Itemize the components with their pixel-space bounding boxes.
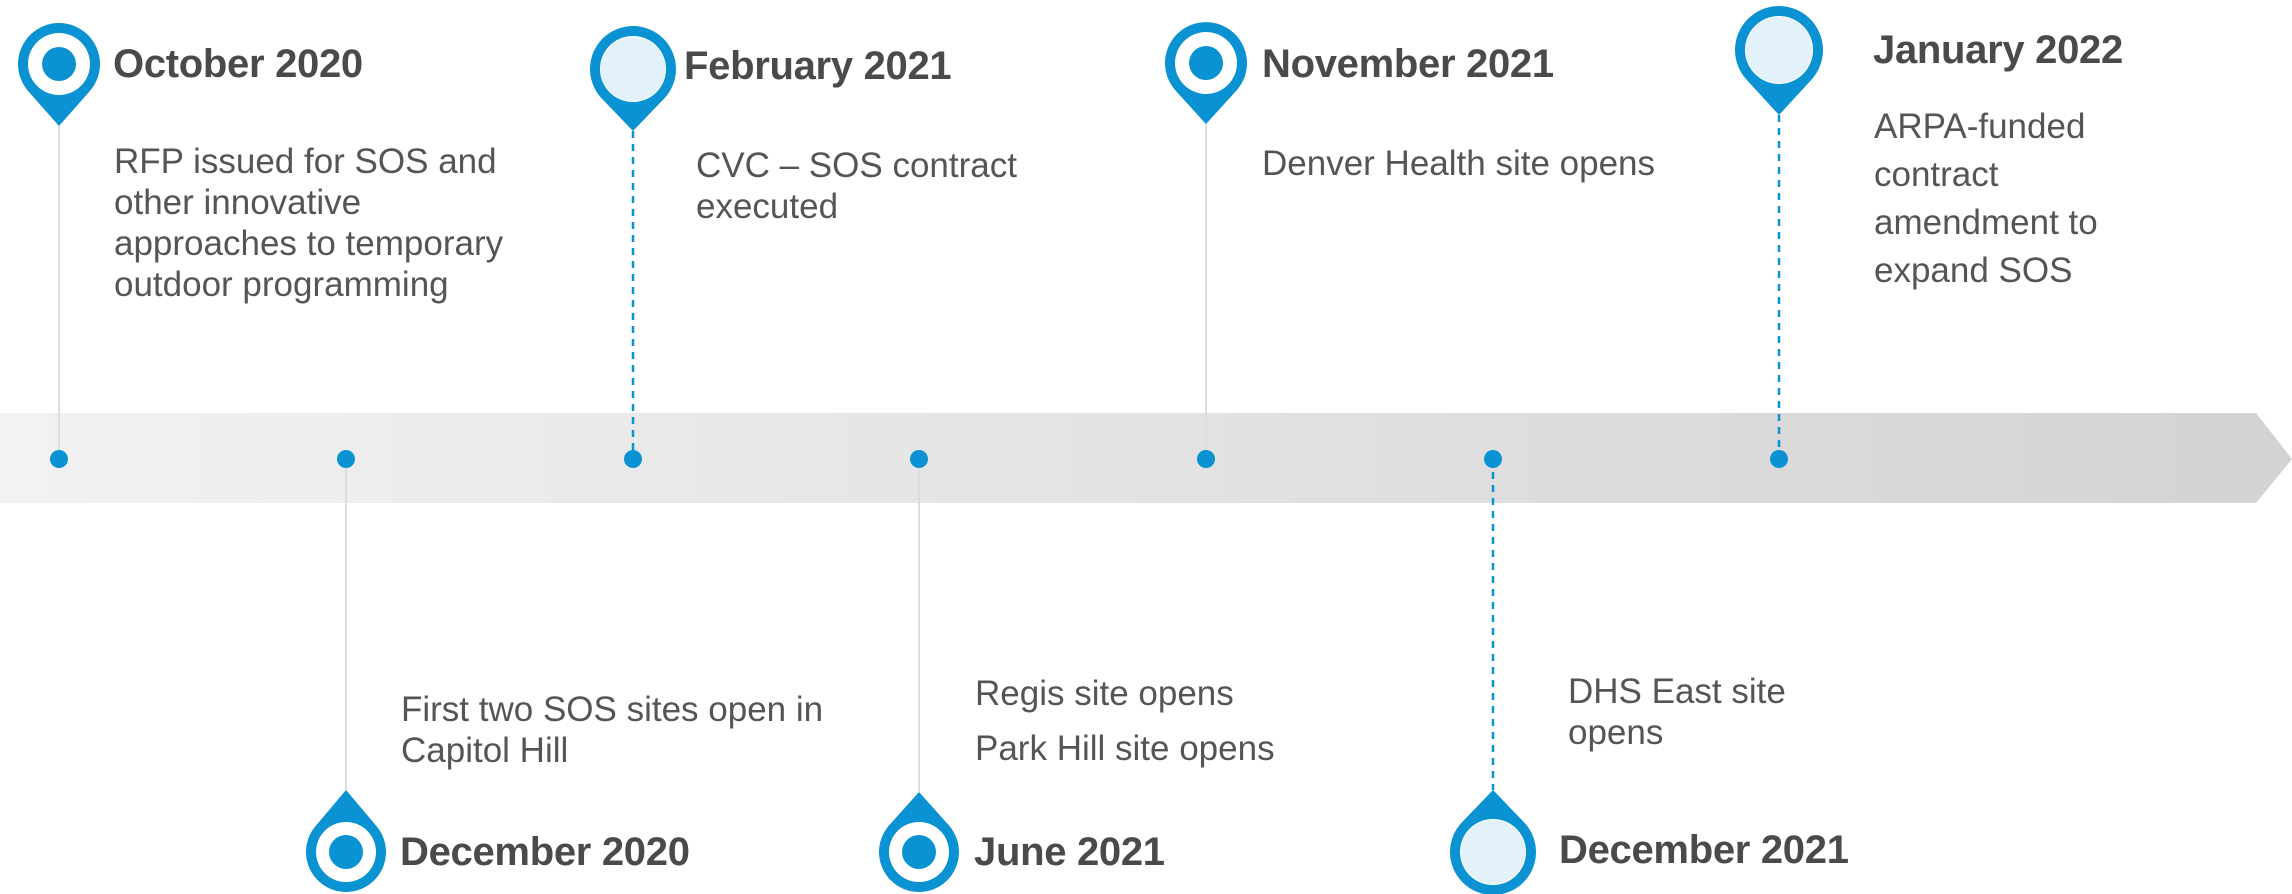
timeline-axis-dots [50, 450, 1788, 468]
event-date-december-2021: December 2021 [1559, 828, 1849, 872]
event-date-january-2022: January 2022 [1873, 28, 2123, 72]
event-description-january-2022: ARPA-funded contract amendment to expand… [1874, 107, 2098, 290]
event-date-february-2021: February 2021 [684, 44, 952, 88]
location-pin-icon [1165, 22, 1247, 124]
timeline-pins [18, 6, 1824, 894]
axis-dot-november-2021 [1197, 450, 1215, 468]
axis-dot-october-2020 [50, 450, 68, 468]
location-pin-icon [18, 23, 100, 126]
event-description-october-2020: RFP issued for SOS and other innovative … [114, 142, 504, 304]
location-pin-icon [1450, 790, 1536, 894]
event-date-october-2020: October 2020 [113, 42, 363, 86]
axis-dot-january-2022 [1770, 450, 1788, 468]
location-pin-icon [306, 790, 386, 892]
timeline-arrow-band [0, 413, 2292, 503]
location-pin-icon [1735, 6, 1824, 116]
timeline-connectors [58, 115, 1781, 792]
event-description-december-2021: DHS East site opens [1568, 672, 1786, 752]
event-description-december-2020: First two SOS sites open in Capitol Hill [401, 690, 824, 770]
event-description-june-2021: Regis site opens Park Hill site opens [975, 674, 1275, 768]
location-pin-icon [590, 26, 676, 131]
axis-dot-december-2020 [337, 450, 355, 468]
event-description-february-2021: CVC – SOS contract executed [696, 146, 1017, 226]
location-pin-icon [879, 792, 959, 892]
event-date-june-2021: June 2021 [974, 830, 1165, 874]
axis-dot-february-2021 [624, 450, 642, 468]
axis-dot-december-2021 [1484, 450, 1502, 468]
axis-dot-june-2021 [910, 450, 928, 468]
event-date-december-2020: December 2020 [400, 830, 690, 874]
event-description-november-2021: Denver Health site opens [1262, 144, 1655, 183]
event-date-november-2021: November 2021 [1262, 42, 1554, 86]
